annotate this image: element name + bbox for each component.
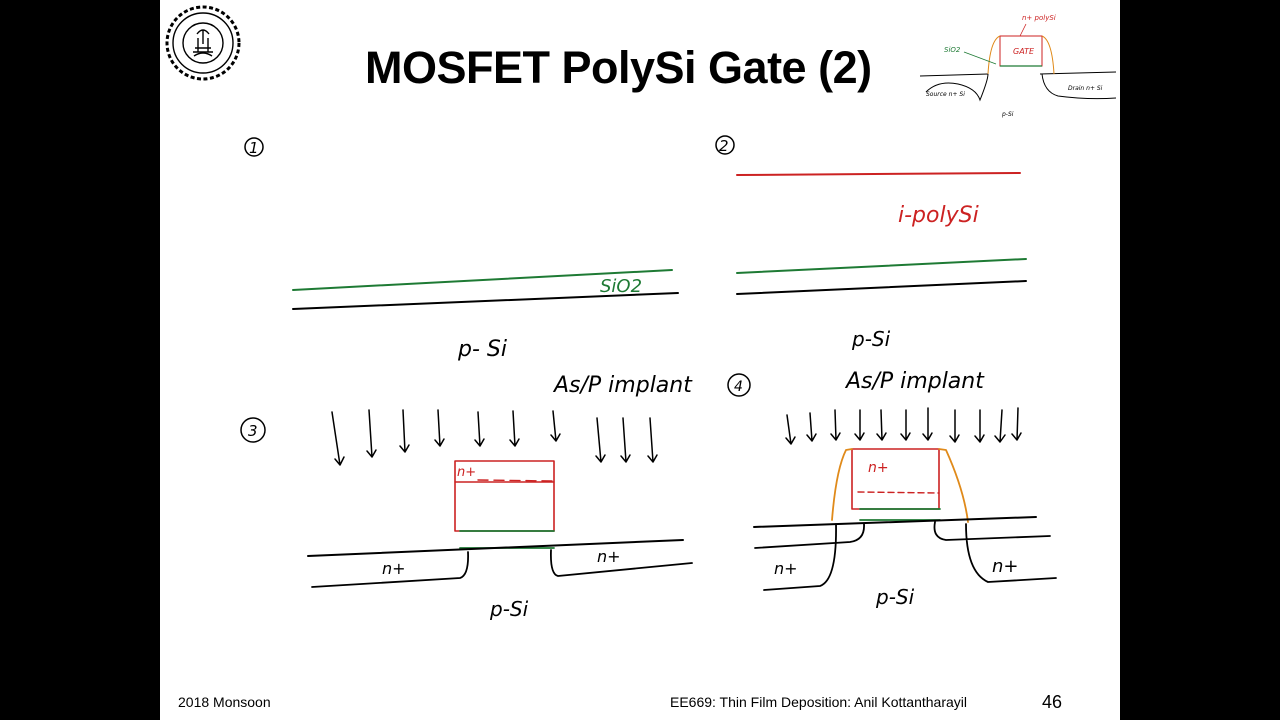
step-1-substrate-label: p- Si — [457, 337, 507, 362]
thumb-source-label: Source n+ Si — [926, 91, 965, 98]
step-4-gate-doping-line — [857, 491, 940, 494]
step-4-surface-line — [753, 516, 1037, 528]
step-1-silicon-line — [292, 292, 679, 310]
process-steps-drawing: 1 SiO2 p- Si 2 i-polySi p-Si 3 As/P impl… — [240, 135, 1057, 621]
footer-course: EE669: Thin Film Deposition: Anil Kottan… — [670, 694, 968, 710]
mosfet-thumbnail-sketch: GATE n+ polySi SiO2 Source n+ Si Drain n… — [919, 14, 1117, 118]
step-3-implant-label: As/P implant — [552, 373, 693, 398]
step-2-silicon-line — [736, 280, 1027, 295]
step-4-left-spacer — [831, 448, 853, 521]
step-2-oxide-line — [736, 258, 1027, 274]
thumb-sio2-arrow — [963, 51, 997, 65]
step-4-implant-label: As/P implant — [844, 369, 985, 394]
step-3-gate-doping-line — [477, 479, 555, 482]
thumb-polysi-label: n+ polySi — [1022, 14, 1056, 22]
step-3-number: 3 — [248, 422, 258, 440]
step-3-gate-doping-label: n+ — [457, 465, 476, 480]
step-3-sd-left-label: n+ — [382, 559, 406, 578]
step-3-number-circle — [240, 417, 266, 443]
step-3-surface-line — [307, 539, 684, 557]
step-2-poly-label: i-polySi — [898, 203, 979, 228]
step-4-implant-arrows — [785, 407, 1022, 445]
step-2-poly-line — [736, 172, 1021, 176]
step-4-number: 4 — [734, 379, 743, 395]
thumb-polysi-arrow — [1019, 23, 1027, 37]
slide: MOSFET PolySi Gate (2) GATE n+ polySi Si… — [160, 0, 1120, 720]
step-4-gate-oxide — [859, 508, 941, 521]
thumb-spacer — [987, 35, 1055, 75]
thumb-gate-label: GATE — [1013, 47, 1035, 56]
step-4-sd-right-label: n+ — [992, 556, 1019, 577]
step-3-right-junction — [549, 549, 693, 577]
step-1-number: 1 — [249, 139, 259, 157]
thumb-sio2-label: SiO2 — [944, 46, 961, 54]
footer-term: 2018 Monsoon — [178, 694, 271, 710]
step-3 — [240, 409, 693, 588]
thumb-drain-label: Drain n+ Si — [1068, 85, 1103, 92]
step-3-implant-arrows — [331, 409, 658, 466]
step-4-left-junction — [754, 523, 865, 591]
step-3-sd-right-label: n+ — [597, 547, 621, 566]
page-number: 46 — [1042, 692, 1063, 712]
step-4 — [727, 373, 1057, 591]
step-4-substrate-label: p-Si — [875, 585, 915, 609]
step-1-oxide-line — [292, 269, 673, 291]
step-4-right-spacer — [938, 448, 969, 523]
slide-title: MOSFET PolySi Gate (2) — [365, 42, 872, 93]
step-4-number-circle — [727, 373, 751, 397]
step-1-number-circle — [244, 137, 264, 157]
step-2-number: 2 — [719, 137, 729, 155]
step-2 — [715, 135, 1027, 295]
step-3-left-junction — [311, 551, 469, 588]
institute-seal-logo — [165, 5, 241, 81]
thumb-right-junction — [1041, 73, 1117, 100]
step-4-right-junction — [933, 521, 1057, 583]
step-4-sd-left-label: n+ — [774, 559, 798, 578]
thumb-surface-line — [919, 71, 1117, 77]
step-2-substrate-label: p-Si — [851, 327, 891, 351]
step-4-gate-box — [851, 448, 940, 510]
thumb-left-junction — [925, 73, 989, 102]
step-4-gate-doping-label: n+ — [868, 460, 889, 476]
step-3-substrate-label: p-Si — [489, 597, 529, 621]
thumb-substrate-label: p-Si — [1001, 111, 1014, 118]
step-1-oxide-label: SiO2 — [600, 276, 642, 297]
step-2-number-circle — [715, 135, 735, 155]
step-1 — [244, 137, 679, 310]
